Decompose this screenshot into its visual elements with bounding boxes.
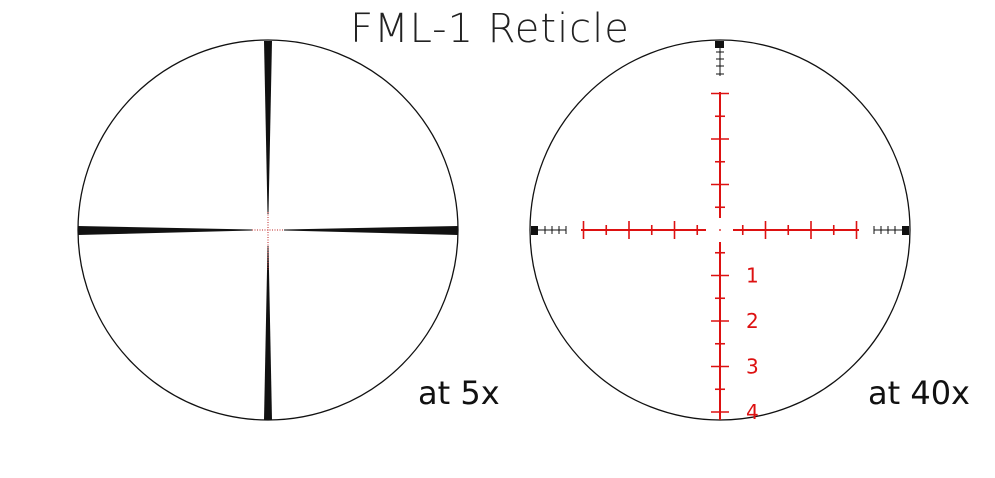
reticle-5x: [77, 39, 459, 421]
post-top: [264, 41, 272, 214]
reticle-40x: 1 2 3 4: [529, 39, 911, 424]
label-5x: at 5x: [418, 374, 500, 412]
top-post-block: [715, 41, 724, 48]
post-bottom: [264, 246, 272, 420]
label-40x: at 40x: [868, 374, 970, 412]
holdover-number: 1: [746, 264, 759, 288]
holdover-number: 2: [746, 309, 759, 333]
page-title: FML-1 Reticle: [350, 6, 630, 52]
holdover-number: 4: [746, 400, 759, 424]
holdover-number: 3: [746, 355, 759, 379]
left-post-block: [531, 226, 538, 235]
post-right: [284, 226, 458, 235]
post-left: [78, 226, 252, 235]
right-post-block: [902, 226, 909, 235]
